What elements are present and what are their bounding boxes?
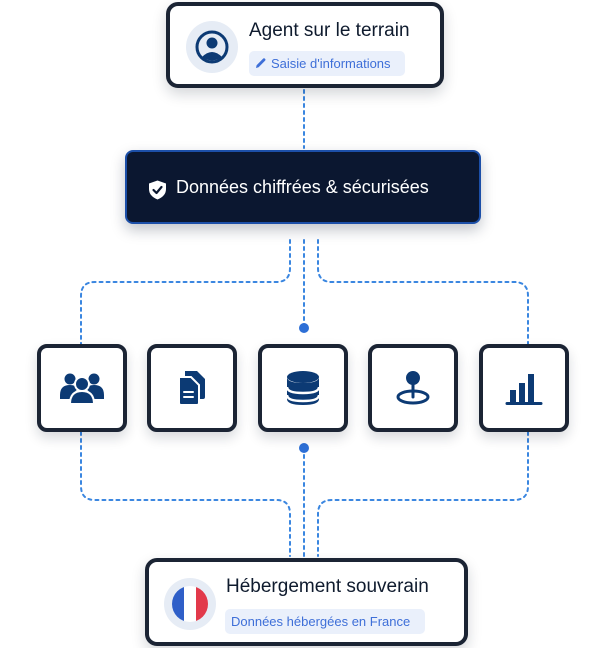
pencil-icon xyxy=(256,58,266,68)
field-agent-card: Agent sur le terrain Saisie d'informatio… xyxy=(166,2,444,88)
module-database xyxy=(258,344,348,432)
card-title: Hébergement souverain xyxy=(226,576,429,597)
encryption-banner: Données chiffrées & sécurisées xyxy=(125,150,481,224)
documents-icon xyxy=(178,371,205,406)
sovereign-hosting-card: Hébergement souverain Données hébergées … xyxy=(145,558,468,646)
connector-dot-top xyxy=(299,323,309,333)
module-documents xyxy=(147,344,237,432)
map-pin-icon xyxy=(396,371,430,405)
badge-label: Saisie d'informations xyxy=(271,56,391,71)
encryption-label: Données chiffrées & sécurisées xyxy=(176,177,429,197)
user-icon xyxy=(195,30,229,64)
module-location xyxy=(368,344,458,432)
flag-badge xyxy=(164,578,216,630)
users-group-icon xyxy=(60,373,104,405)
bar-chart-icon xyxy=(505,374,543,405)
module-users xyxy=(37,344,127,432)
hosting-location-badge: Données hébergées en France xyxy=(225,609,425,634)
avatar xyxy=(186,21,238,73)
info-entry-badge: Saisie d'informations xyxy=(249,51,405,76)
card-title: Agent sur le terrain xyxy=(249,20,410,41)
french-flag-icon xyxy=(172,586,208,622)
shield-check-icon xyxy=(149,180,166,200)
database-icon xyxy=(285,371,321,405)
module-analytics xyxy=(479,344,569,432)
connector-dot-bottom xyxy=(299,443,309,453)
